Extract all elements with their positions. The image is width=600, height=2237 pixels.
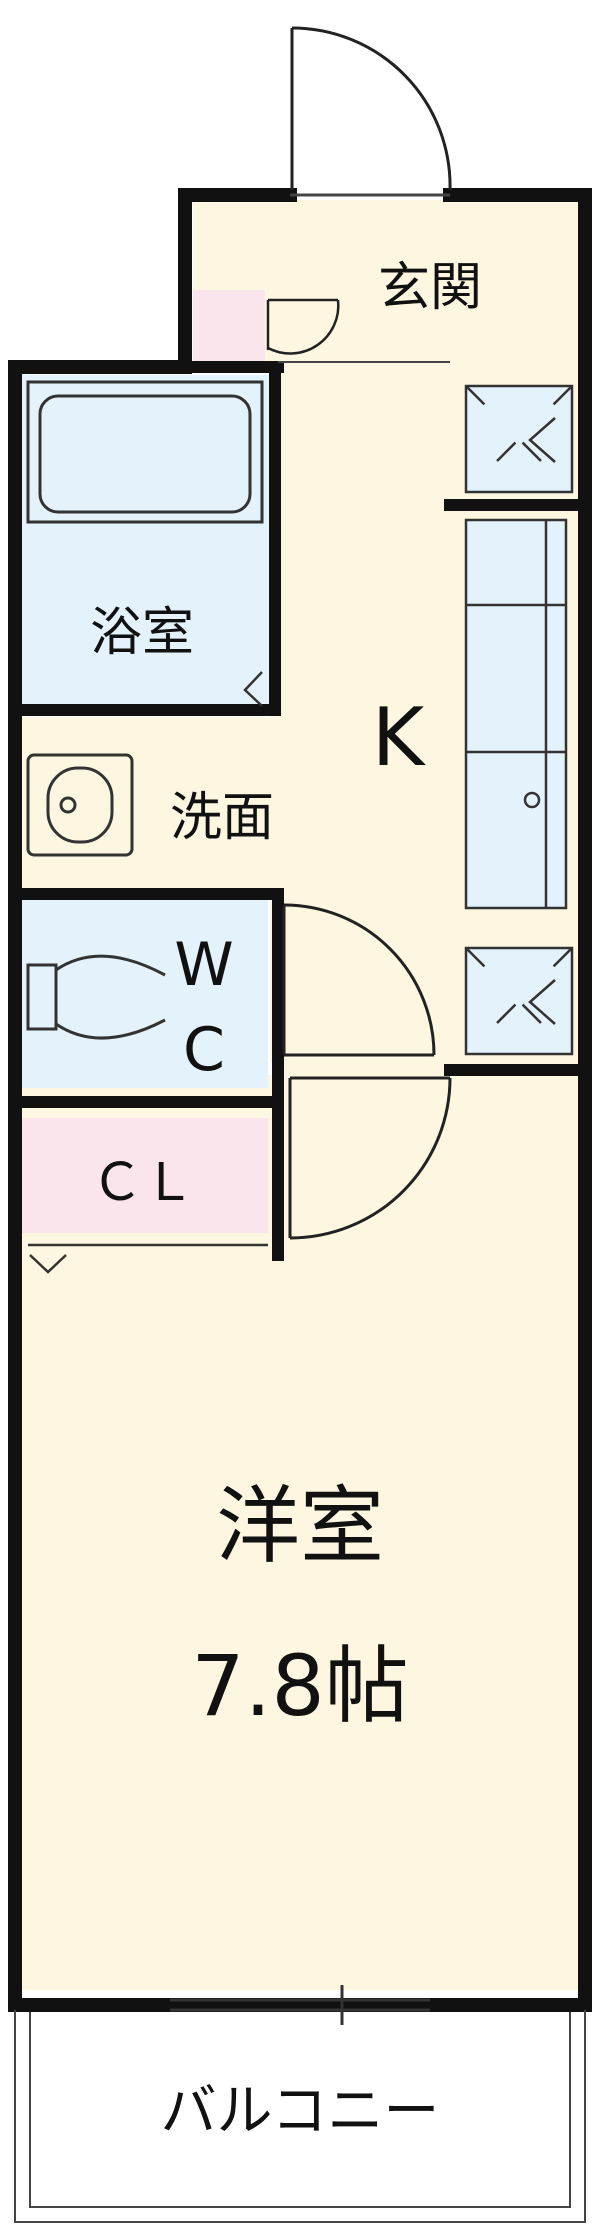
bathtub [26, 380, 264, 524]
lower-storage-x1 [465, 947, 573, 1055]
washbasin-bowl [46, 766, 114, 844]
label-closet: ＣＬ [91, 1153, 195, 1213]
toilet-bowl [55, 954, 166, 1040]
lower-storage-x2 [465, 947, 573, 1055]
toilet [26, 954, 166, 1040]
bathtub-outer [26, 380, 264, 524]
label-western-room: 洋室 [216, 1477, 384, 1575]
label-wc-w: W [174, 930, 233, 1000]
bath-floor [20, 375, 270, 712]
bath-door-mark [243, 671, 263, 707]
upper-storage-x1 [465, 385, 573, 493]
kitchen-counter [464, 518, 568, 910]
label-balcony: バルコニー [161, 2079, 440, 2144]
shoebox-door-arc [267, 299, 340, 355]
label-entrance: 玄関 [378, 258, 482, 318]
label-wc-c: C [183, 1015, 225, 1085]
lower-storage-chevron [528, 979, 556, 1025]
balcony [14, 2010, 586, 2223]
walls [8, 188, 592, 2012]
wc-floor [20, 898, 268, 1088]
bath-wall [9, 361, 281, 716]
bathtub-inner [38, 394, 252, 514]
upper-storage-x2 [465, 385, 573, 493]
label-bath: 浴室 [90, 603, 194, 663]
washbasin [26, 753, 134, 857]
entrance-lines [278, 193, 450, 363]
label-western-room-size: 7.8帖 [191, 1637, 409, 1735]
labels: 玄関 浴室 K 洗面 W C ＣＬ 洋室 7.8帖 バルコニー [90, 258, 482, 2144]
wc-wall [9, 888, 284, 1261]
washroom-floor [20, 717, 280, 889]
balcony-inner [29, 2012, 571, 2208]
shoe-box [193, 290, 265, 362]
room-door-arc [289, 1077, 452, 1240]
room-door [288, 1076, 452, 1240]
washbasin-drain [59, 796, 77, 814]
label-washroom: 洗面 [170, 788, 274, 848]
wc-door [282, 903, 436, 1057]
closet-door-mark [29, 1254, 67, 1274]
entrance-door-arc [291, 26, 452, 191]
entrance-door [290, 26, 452, 191]
balcony-outline [14, 2010, 586, 2223]
toilet-tank [26, 963, 58, 1031]
sink-drain [523, 791, 541, 809]
closet-floor [20, 1118, 268, 1233]
shoebox-door [266, 298, 340, 355]
kitchen-fixtures [464, 384, 574, 1056]
upper-storage-chevron [528, 417, 556, 463]
wc-door-arc [283, 903, 436, 1056]
washbasin-counter [26, 753, 134, 857]
closet-door [28, 1243, 268, 1274]
window [170, 1985, 430, 2025]
label-kitchen: K [372, 691, 427, 784]
